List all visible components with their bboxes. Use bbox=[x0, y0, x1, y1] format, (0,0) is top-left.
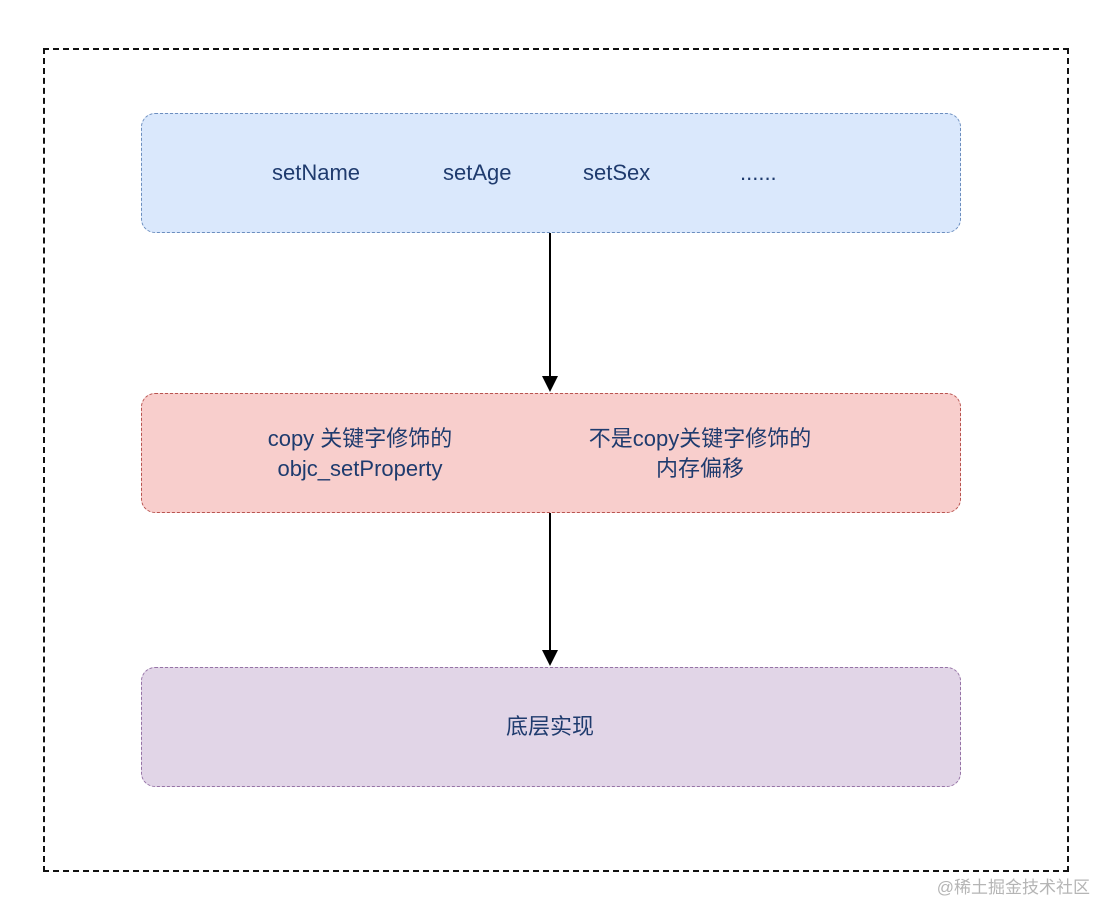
watermark-text: @稀土掘金技术社区 bbox=[936, 878, 1090, 897]
non-copy-branch-line2: 内存偏移 bbox=[655, 456, 745, 481]
non-copy-branch-label: 不是copy关键字修饰的 内存偏移 bbox=[589, 424, 811, 484]
copy-branch-line2: objc_setProperty bbox=[277, 456, 443, 481]
method-set-age: setAge bbox=[443, 160, 512, 185]
method-set-sex: setSex bbox=[583, 160, 651, 185]
method-set-name: setName bbox=[272, 160, 361, 185]
copy-branch-label: copy 关键字修饰的 objc_setProperty bbox=[268, 424, 453, 484]
method-ellipsis: ...... bbox=[740, 160, 777, 185]
underlying-implementation-box bbox=[141, 667, 961, 787]
non-copy-branch-line1: 不是copy关键字修饰的 bbox=[588, 426, 812, 451]
property-branch-box bbox=[141, 393, 961, 513]
copy-branch-line1: copy 关键字修饰的 bbox=[267, 426, 453, 451]
underlying-implementation-label: 底层实现 bbox=[505, 714, 595, 739]
outer-dashed-frame bbox=[43, 48, 1069, 872]
setter-methods-box bbox=[141, 113, 961, 233]
